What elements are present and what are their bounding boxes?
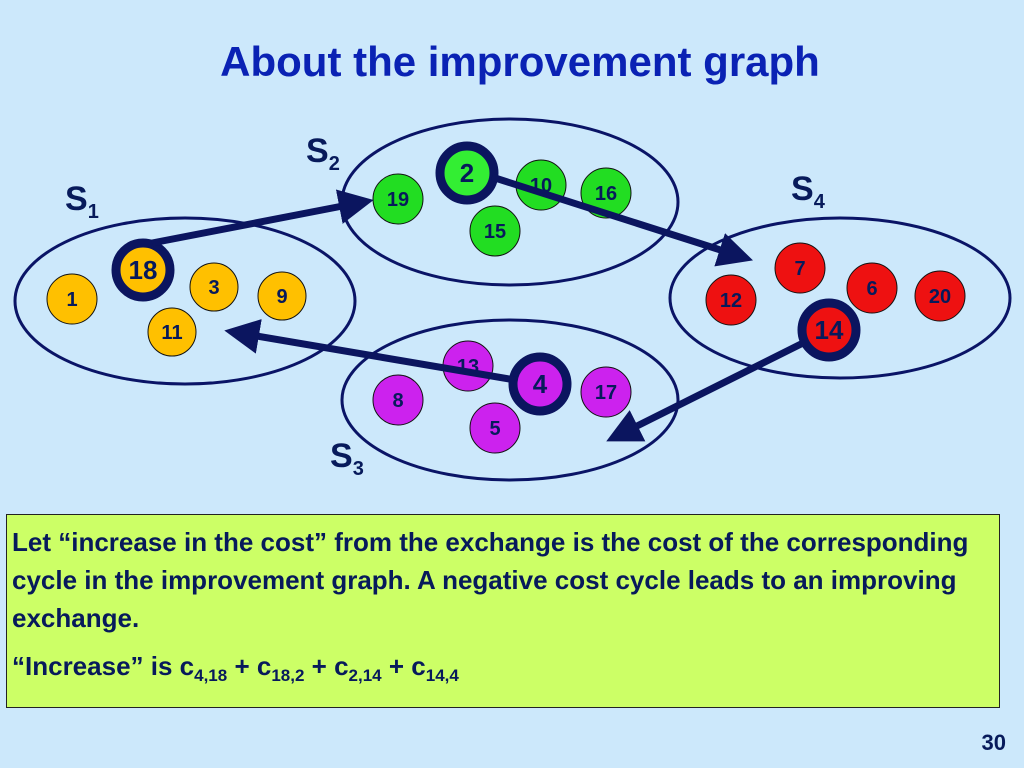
formula-term-subscript: 4,18 xyxy=(194,666,228,686)
arrow-18-to-s2 xyxy=(151,189,374,247)
formula-plus: + xyxy=(381,651,412,681)
node-2: 2 xyxy=(435,141,499,205)
set-4-ellipse xyxy=(668,216,1012,380)
node-circle xyxy=(580,167,632,219)
node-label: 6 xyxy=(866,278,877,300)
node-circle xyxy=(580,366,632,418)
node-circle xyxy=(705,274,757,326)
node-3: 3 xyxy=(189,262,239,312)
node-label: 16 xyxy=(595,183,617,205)
formula-term-c: c xyxy=(256,651,272,681)
node-9: 9 xyxy=(257,271,307,321)
node-label: 11 xyxy=(161,322,182,344)
node-14: 14 xyxy=(797,298,861,362)
explanation-paragraph: Let “increase in the cost” from the exch… xyxy=(12,527,969,633)
node-circle xyxy=(469,205,521,257)
set-2-label: S2 xyxy=(306,132,340,175)
formula-prefix: “Increase” is xyxy=(12,651,180,681)
formula-term-subscript: 14,4 xyxy=(425,666,459,686)
node-label: 18 xyxy=(129,255,158,285)
node-circle xyxy=(914,270,966,322)
node-7: 7 xyxy=(774,242,826,294)
set-3-ellipse xyxy=(340,318,680,482)
node-circle xyxy=(774,242,826,294)
set-1-ellipse xyxy=(13,216,357,386)
node-1: 1 xyxy=(46,273,98,325)
set-4-label: S4 xyxy=(791,170,826,213)
node-18: 18 xyxy=(111,238,175,302)
increase-formula: “Increase” is c4,18 + c18,2 + c2,14 + c1… xyxy=(12,647,999,695)
highlighted-node-circle xyxy=(508,352,572,416)
formula-term-subscript: 18,2 xyxy=(271,666,305,686)
node-circle xyxy=(372,374,424,426)
formula-plus: + xyxy=(227,651,257,681)
arrow-4-to-s1 xyxy=(224,319,516,384)
node-6: 6 xyxy=(846,262,898,314)
highlighted-node-circle xyxy=(111,238,175,302)
node-19: 19 xyxy=(372,173,424,225)
explanation-textbox: Let “increase in the cost” from the exch… xyxy=(6,514,1000,708)
node-15: 15 xyxy=(469,205,521,257)
node-circle xyxy=(189,262,239,312)
node-label: 2 xyxy=(460,158,474,188)
formula-plus: + xyxy=(304,651,335,681)
node-circle xyxy=(846,262,898,314)
node-12: 12 xyxy=(705,274,757,326)
highlighted-node-circle xyxy=(797,298,861,362)
node-label: 14 xyxy=(815,315,844,345)
node-label: 4 xyxy=(533,369,548,399)
node-4: 4 xyxy=(508,352,572,416)
formula-term-subscript: 2,14 xyxy=(348,666,382,686)
node-label: 9 xyxy=(276,286,287,308)
set-3-label: S3 xyxy=(330,437,364,480)
node-label: 8 xyxy=(392,390,403,412)
formula-term-c: c xyxy=(179,651,195,681)
node-label: 12 xyxy=(720,290,742,312)
highlighted-node-circle xyxy=(435,141,499,205)
node-11: 11 xyxy=(147,307,197,357)
arrow-2-to-s4 xyxy=(490,173,754,267)
node-5: 5 xyxy=(469,402,521,454)
arrow-14-to-s3 xyxy=(606,338,807,442)
node-label: 20 xyxy=(929,286,951,308)
node-label: 7 xyxy=(794,258,805,280)
node-label: 5 xyxy=(489,418,500,440)
node-label: 15 xyxy=(484,221,506,243)
node-circle xyxy=(46,273,98,325)
formula-term-c: c xyxy=(411,651,426,681)
node-8: 8 xyxy=(372,374,424,426)
node-16: 16 xyxy=(580,167,632,219)
set-1-label: S1 xyxy=(65,180,99,223)
node-label: 1 xyxy=(66,289,77,311)
formula-term-c: c xyxy=(334,651,349,681)
node-label: 17 xyxy=(595,382,617,404)
node-label: 19 xyxy=(387,189,409,211)
page-number: 30 xyxy=(981,730,1006,755)
node-circle xyxy=(469,402,521,454)
node-circle xyxy=(147,307,197,357)
node-20: 20 xyxy=(914,270,966,322)
slide-title: About the improvement graph xyxy=(220,38,820,85)
node-17: 17 xyxy=(580,366,632,418)
node-circle xyxy=(257,271,307,321)
node-label: 3 xyxy=(208,277,219,299)
